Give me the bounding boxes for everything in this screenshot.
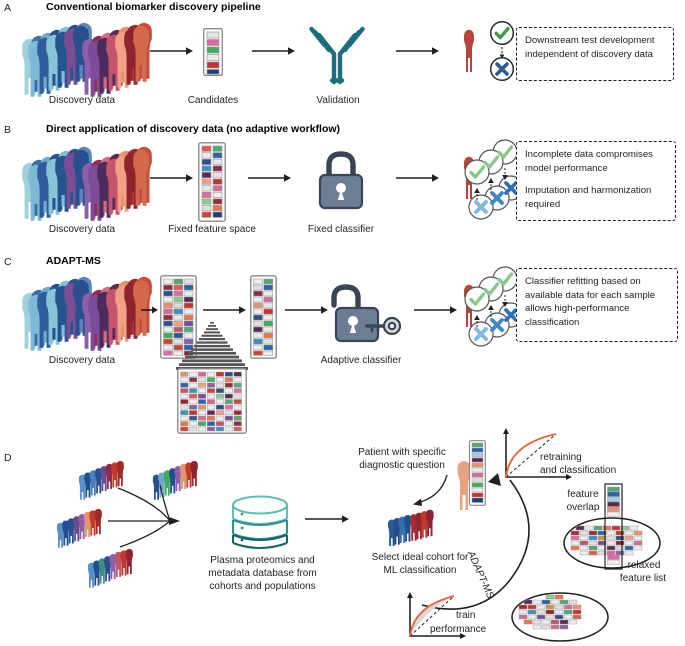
caption-c-adaptive-classifier: Adaptive classifier bbox=[320, 355, 402, 366]
antibody-icon bbox=[306, 24, 368, 85]
caption-a-candidates: Candidates bbox=[187, 95, 239, 106]
crowd-c bbox=[14, 276, 154, 351]
patient-label-line2: diagnostic question bbox=[359, 460, 445, 471]
caption-b-fixed-feature-space: Fixed feature space bbox=[168, 224, 256, 235]
patient-curved-arrow bbox=[395, 473, 450, 513]
callout-b-text-2: Imputation and harmonization required bbox=[525, 185, 652, 210]
panel-letter-c: C bbox=[4, 256, 12, 268]
closed-padlock-icon bbox=[314, 150, 368, 212]
feature-overlap-ellipse bbox=[562, 483, 674, 574]
patient-label-line1: Patient with specific bbox=[358, 447, 446, 458]
outcome-cluster-c bbox=[458, 266, 532, 350]
arrow-a-3 bbox=[396, 45, 440, 57]
feature-overlap-line2: overlap bbox=[566, 502, 600, 513]
crowd-a bbox=[14, 22, 154, 97]
caption-c-discovery-data: Discovery data bbox=[48, 355, 116, 366]
arrow-b-1 bbox=[150, 172, 194, 184]
retraining-label-line2: and classification bbox=[540, 465, 617, 476]
panel-letter-a: A bbox=[4, 2, 12, 14]
arrow-c-4 bbox=[414, 304, 458, 316]
funnel-icon bbox=[176, 322, 248, 372]
cohort-label-line2: ML classification bbox=[383, 565, 457, 576]
callout-c-text: Classifier refitting based on available … bbox=[525, 276, 656, 328]
relaxed-line2: feature list bbox=[619, 573, 667, 584]
caption-b-fixed-classifier: Fixed classifier bbox=[307, 224, 375, 235]
arrow-d-to-cohort bbox=[305, 513, 350, 525]
panel-letter-d: D bbox=[4, 452, 12, 464]
panel-letter-b: B bbox=[4, 124, 12, 136]
adapt-ms-cycle: ADAPT-MS bbox=[360, 468, 550, 628]
arrow-c-2 bbox=[203, 304, 247, 316]
converging-arrows bbox=[108, 484, 218, 560]
caption-a-discovery-data: Discovery data bbox=[48, 95, 116, 106]
patient-with-strip bbox=[452, 440, 486, 518]
callout-b: Incomplete data compromises model perfor… bbox=[516, 141, 676, 221]
feature-overlap-line1: feature bbox=[567, 489, 599, 500]
arrow-c-3 bbox=[285, 304, 329, 316]
feature-strip-c-reduced bbox=[250, 275, 277, 359]
panel-title-b: Direct application of discovery data (no… bbox=[46, 123, 341, 135]
open-padlock-with-key-icon bbox=[322, 283, 402, 345]
arrow-a-1 bbox=[150, 45, 194, 57]
candidate-strip-a bbox=[203, 28, 223, 76]
fixed-feature-space-strip bbox=[198, 142, 226, 222]
database-cylinder-icon bbox=[228, 495, 292, 553]
arrow-c-1 bbox=[141, 304, 159, 316]
cycle-label-text: ADAPT-MS bbox=[465, 549, 496, 601]
outcome-circles-a bbox=[484, 20, 520, 82]
feature-matrix-c bbox=[177, 368, 247, 434]
callout-b-text-1: Incomplete data compromises model perfor… bbox=[525, 149, 653, 174]
relaxed-feature-ellipse bbox=[508, 590, 620, 646]
panel-title-c: ADAPT-MS bbox=[46, 255, 101, 267]
crowd-b bbox=[14, 146, 154, 221]
train-label-line2: performance bbox=[430, 624, 487, 635]
retraining-label-line1: retraining bbox=[540, 452, 582, 463]
arrow-b-2 bbox=[248, 172, 292, 184]
person-a bbox=[459, 29, 479, 73]
feature-strip-c-wide bbox=[160, 275, 197, 359]
cohort-group-3 bbox=[54, 508, 114, 548]
arrow-b-3 bbox=[396, 172, 440, 184]
callout-a-text: Downstream test development independent … bbox=[525, 35, 655, 60]
caption-b-discovery-data: Discovery data bbox=[48, 224, 116, 235]
callout-c: Classifier refitting based on available … bbox=[516, 268, 678, 342]
database-label: Plasma proteomics and metadata database … bbox=[208, 555, 317, 592]
panel-title-a: Conventional biomarker discovery pipelin… bbox=[46, 1, 261, 13]
retraining-roc-chart bbox=[500, 428, 576, 488]
caption-a-validation: Validation bbox=[316, 95, 360, 106]
arrow-a-2 bbox=[252, 45, 296, 57]
train-performance-roc-chart bbox=[402, 592, 474, 644]
relaxed-line1: relaxed bbox=[627, 560, 661, 571]
callout-a: Downstream test development independent … bbox=[516, 27, 674, 81]
train-label-line1: train bbox=[456, 610, 476, 621]
cohort-label-line1: Select ideal cohort for bbox=[371, 552, 469, 563]
